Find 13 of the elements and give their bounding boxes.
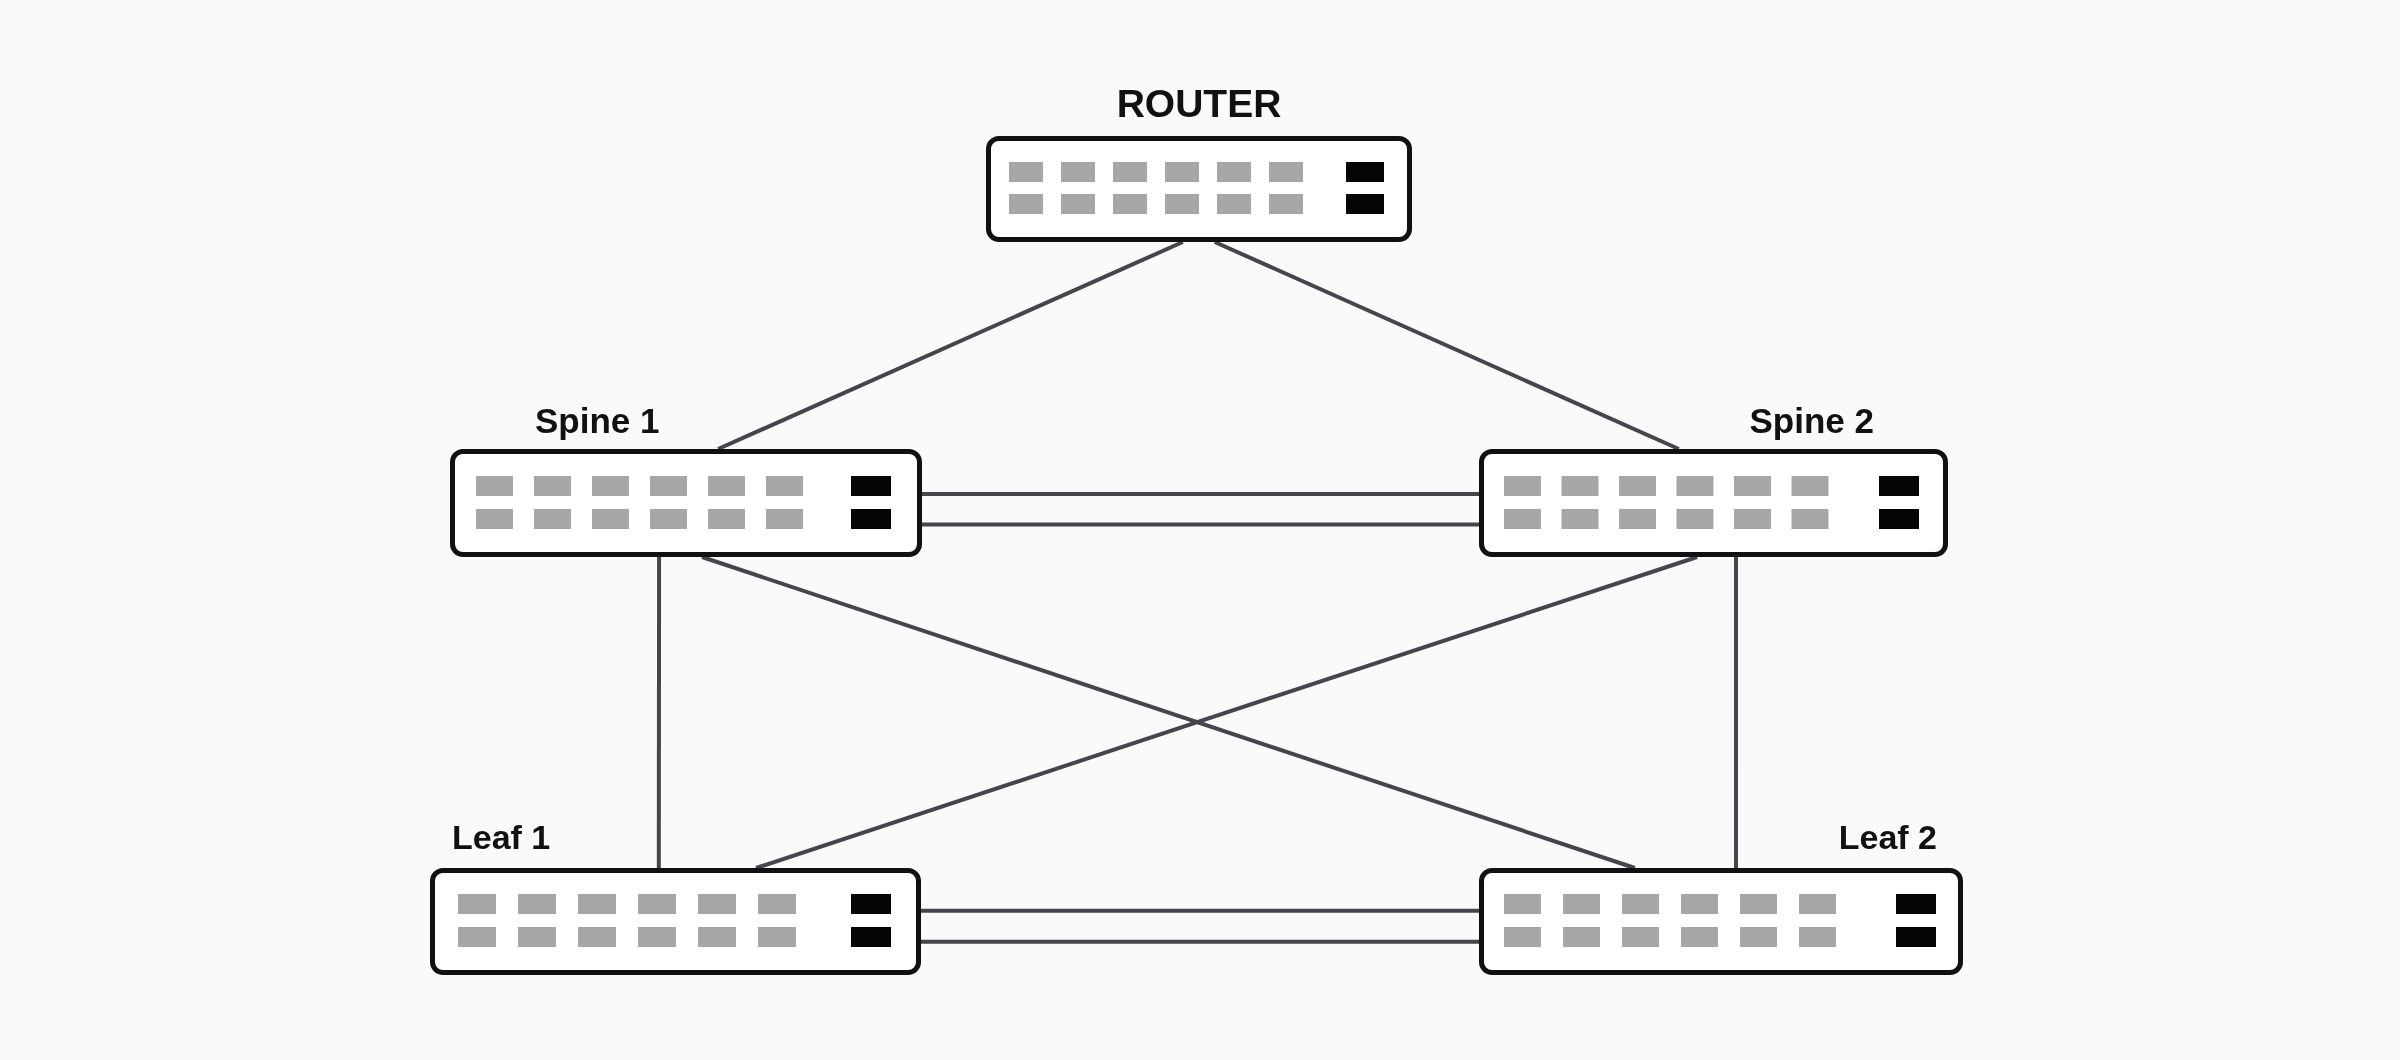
- connection-line: [717, 240, 1184, 451]
- device-label: Spine 2: [1749, 403, 1874, 438]
- connection-line: [1734, 557, 1738, 868]
- connection-line: [656, 557, 662, 868]
- connection-line: [922, 492, 1479, 497]
- connection-line: [921, 939, 1479, 944]
- connection-line: [922, 522, 1479, 527]
- connection-line: [921, 908, 1479, 913]
- connection-line: [1213, 240, 1680, 451]
- device-label: Spine 1: [535, 403, 660, 438]
- device-label: ROUTER: [1116, 84, 1282, 123]
- device-label: Leaf 1: [452, 820, 551, 854]
- device-label: Leaf 2: [1838, 820, 1937, 854]
